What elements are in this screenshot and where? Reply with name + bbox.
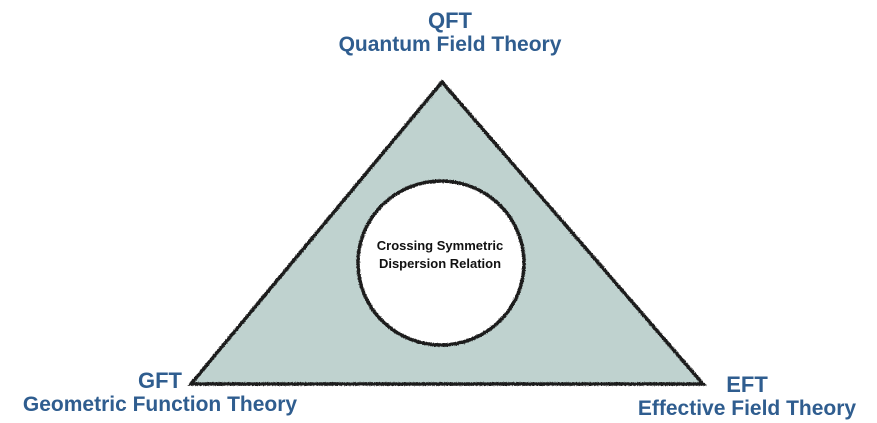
vertex-top-full: Quantum Field Theory (338, 33, 562, 57)
center-label-line2: Dispersion Relation (378, 255, 502, 271)
vertex-right-full: Effective Field Theory (637, 397, 857, 421)
vertex-right-abbr: EFT (726, 372, 768, 397)
vertex-label-right: EFT Effective Field Theory (617, 372, 877, 421)
center-label-line1: Crossing Symmetric (376, 238, 504, 253)
vertex-left-full: Geometric Function Theory (22, 393, 298, 417)
vertex-label-left: GFT Geometric Function Theory (0, 368, 320, 417)
vertex-left-abbr: GFT (138, 368, 182, 393)
vertex-top-abbr: QFT (428, 8, 472, 33)
center-label: Crossing Symmetric Dispersion Relation (340, 237, 540, 272)
vertex-label-top: QFT Quantum Field Theory (300, 8, 600, 57)
center-ellipse (356, 179, 526, 347)
